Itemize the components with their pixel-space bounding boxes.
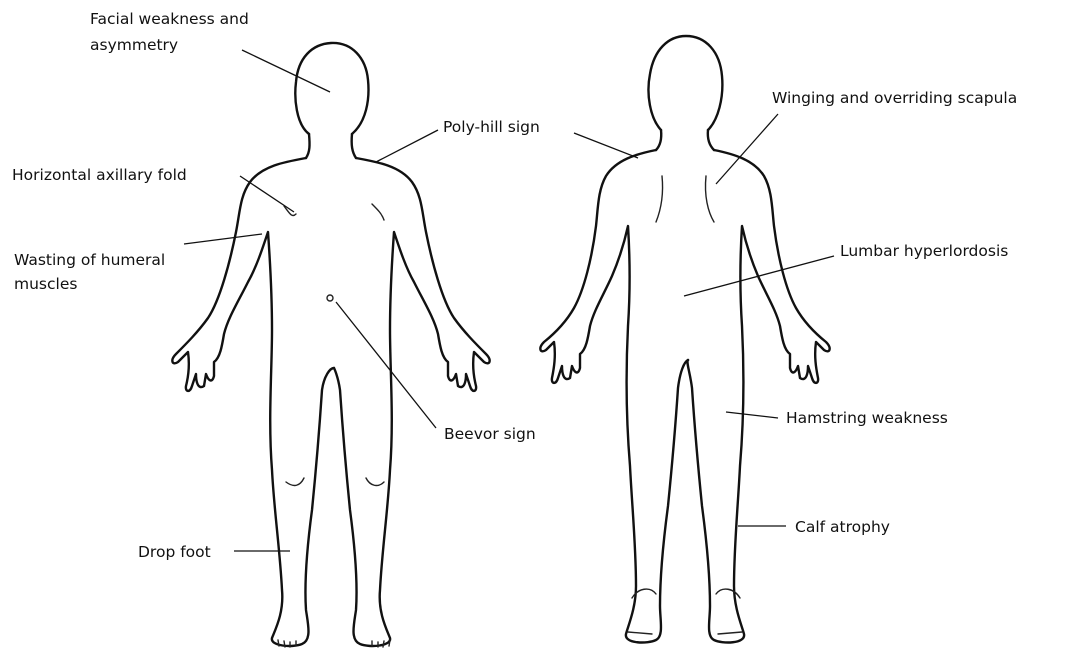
- leader-hamstring: [726, 412, 778, 418]
- label-facial-weakness-line2: asymmetry: [90, 36, 178, 54]
- leader-lumbar: [684, 256, 834, 296]
- label-poly-hill-sign: Poly-hill sign: [443, 118, 540, 136]
- front-neck: [306, 134, 356, 158]
- label-horizontal-axillary-fold: Horizontal axillary fold: [12, 166, 187, 184]
- front-knee-left: [286, 478, 304, 485]
- back-figure: [540, 36, 829, 642]
- back-scapula-left: [656, 176, 663, 222]
- front-chest-fold-left: [284, 206, 296, 216]
- back-body-left: [540, 150, 688, 642]
- label-facial-weakness-line1: Facial weakness and: [90, 10, 249, 28]
- leader-polyhill: [376, 130, 438, 162]
- back-sole-left: [628, 632, 652, 634]
- leader-beevor: [336, 302, 436, 428]
- front-chest-fold-right: [372, 204, 384, 220]
- leader-axillary: [240, 176, 294, 212]
- label-lumbar-hyperlordosis: Lumbar hyperlordosis: [840, 242, 1008, 260]
- back-scapula-right: [705, 176, 714, 222]
- front-head: [295, 43, 368, 134]
- label-beevor-sign: Beevor sign: [444, 425, 536, 443]
- front-body-right: [334, 158, 490, 646]
- back-body-right: [687, 150, 829, 642]
- back-head: [648, 36, 722, 130]
- label-hamstring-weakness: Hamstring weakness: [786, 409, 948, 427]
- back-heel-right: [716, 589, 740, 598]
- label-drop-foot: Drop foot: [138, 543, 211, 561]
- label-calf-atrophy: Calf atrophy: [795, 518, 890, 536]
- label-wasting-humeral-line2: muscles: [14, 275, 77, 293]
- back-sole-right: [718, 632, 742, 634]
- leader-winging: [716, 114, 778, 184]
- leader-facial: [242, 50, 330, 92]
- front-navel: [327, 295, 333, 301]
- leader-polyhill-back: [574, 133, 638, 158]
- label-winging-scapula: Winging and overriding scapula: [772, 89, 1017, 107]
- front-knee-right: [366, 478, 384, 485]
- label-wasting-humeral-line1: Wasting of humeral: [14, 251, 165, 269]
- front-body-left: [172, 158, 334, 646]
- leader-wasting: [184, 234, 262, 244]
- back-neck: [656, 130, 714, 150]
